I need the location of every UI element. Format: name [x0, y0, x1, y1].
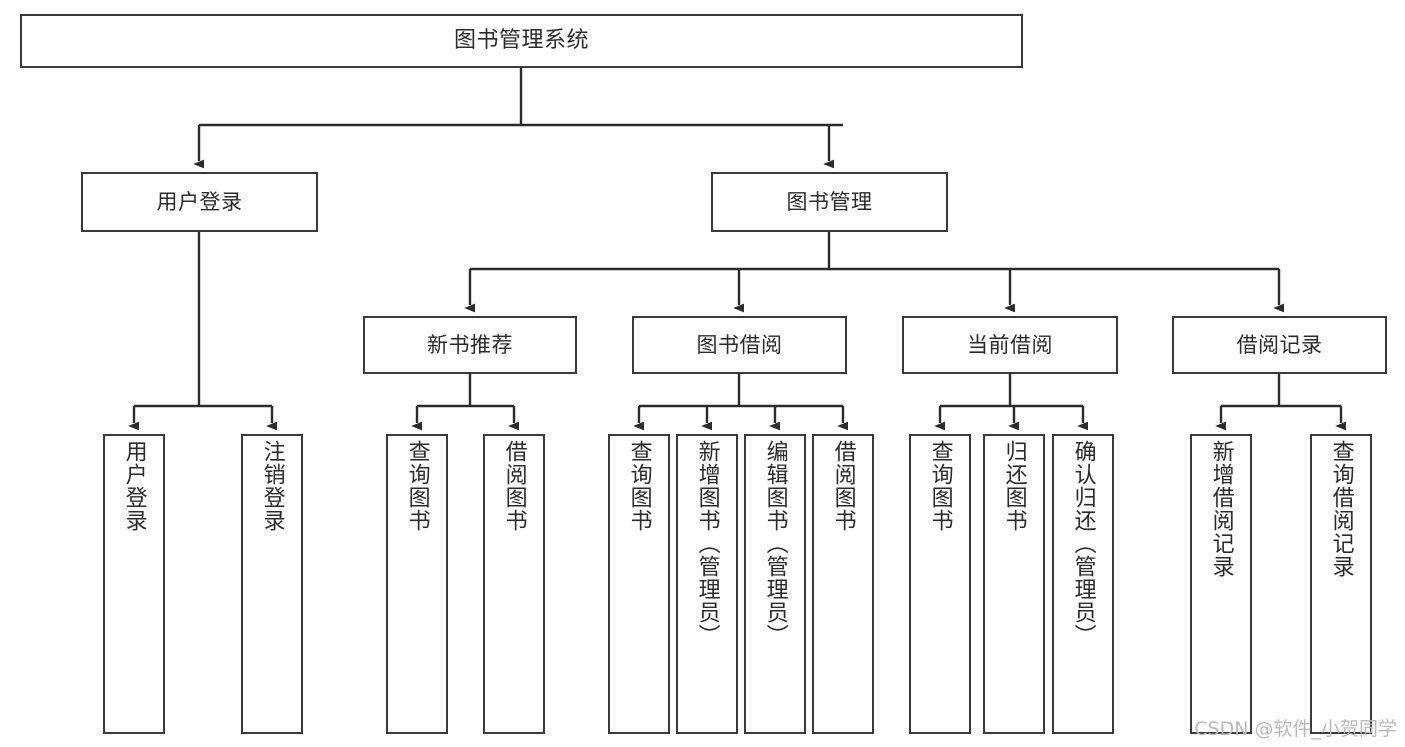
node-label: 新增图书（管理员）	[694, 440, 720, 647]
node-label: 图书管理	[786, 189, 873, 214]
node-label: 查询借阅记录	[1328, 440, 1354, 578]
leaf-query-book-rec[interactable]: 查询图书	[386, 434, 448, 734]
leaf-user-logout[interactable]: 注销登录	[241, 434, 303, 734]
node-book-manage[interactable]: 图书管理	[711, 172, 948, 232]
node-label: 借阅图书	[830, 440, 856, 532]
node-label: 确认归还（管理员）	[1070, 440, 1096, 647]
node-label: 新增借阅记录	[1208, 440, 1234, 578]
leaf-add-book[interactable]: 新增图书（管理员）	[676, 434, 738, 734]
node-label: 用户登录	[121, 440, 147, 532]
node-label: 新书推荐	[427, 332, 513, 357]
node-label: 当前借阅	[967, 332, 1053, 357]
node-label: 用户登录	[156, 189, 243, 214]
node-label: 图书借阅	[696, 332, 783, 357]
node-label: 归还图书	[1001, 440, 1027, 532]
node-label: 查询图书	[404, 440, 430, 532]
leaf-borrow-book[interactable]: 借阅图书	[812, 434, 874, 734]
leaf-edit-book[interactable]: 编辑图书（管理员）	[744, 434, 806, 734]
node-borrow-record[interactable]: 借阅记录	[1172, 316, 1387, 374]
leaf-query-book-current[interactable]: 查询图书	[909, 434, 971, 734]
leaf-query-book-borrow[interactable]: 查询图书	[608, 434, 670, 734]
node-label: 借阅图书	[501, 440, 527, 532]
node-label: 查询图书	[626, 440, 652, 532]
leaf-confirm-return[interactable]: 确认归还（管理员）	[1052, 434, 1114, 734]
leaf-query-borrow-record[interactable]: 查询借阅记录	[1310, 434, 1372, 734]
node-root[interactable]: 图书管理系统	[20, 14, 1023, 68]
node-label: 图书管理系统	[453, 28, 589, 54]
leaf-add-borrow-record[interactable]: 新增借阅记录	[1190, 434, 1252, 734]
node-new-book-rec[interactable]: 新书推荐	[363, 316, 577, 374]
node-book-borrow[interactable]: 图书借阅	[632, 316, 847, 374]
leaf-borrow-book-rec[interactable]: 借阅图书	[483, 434, 545, 734]
node-user-login[interactable]: 用户登录	[81, 172, 318, 232]
node-label: 注销登录	[259, 440, 285, 532]
leaf-user-login[interactable]: 用户登录	[103, 434, 165, 734]
node-current-borrow[interactable]: 当前借阅	[902, 316, 1118, 374]
node-label: 借阅记录	[1236, 332, 1323, 357]
watermark: CSDN @软件_小贺同学	[1194, 718, 1397, 740]
node-label: 编辑图书（管理员）	[762, 440, 788, 647]
leaf-return-book[interactable]: 归还图书	[983, 434, 1045, 734]
node-label: 查询图书	[927, 440, 953, 532]
